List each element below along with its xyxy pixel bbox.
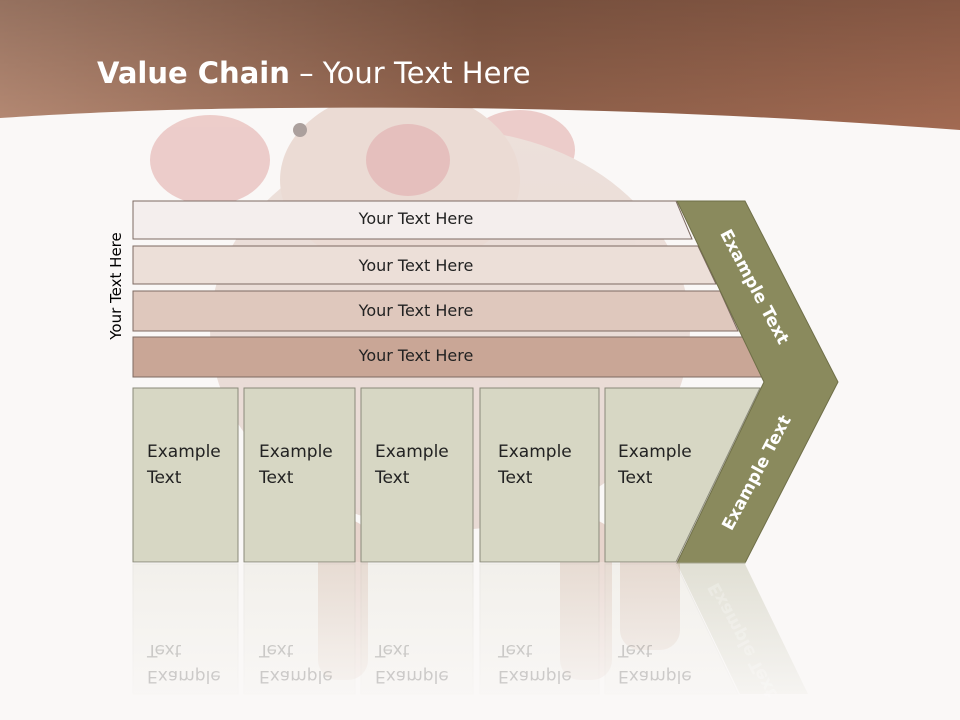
box-text-reflection: Example Text bbox=[259, 637, 333, 689]
activity-box-4 bbox=[479, 387, 600, 563]
box-text-line: Example bbox=[618, 442, 692, 462]
box-text-line: Text bbox=[259, 468, 294, 488]
slide-title: Value Chain – Your Text Here bbox=[97, 56, 531, 90]
reflection-line: Example bbox=[147, 666, 221, 686]
row-label-2: Your Text Here bbox=[358, 256, 474, 275]
box-text-reflection: Example Text bbox=[618, 637, 692, 689]
box-text-line: Example bbox=[498, 442, 572, 462]
title-bold: Value Chain bbox=[97, 56, 290, 90]
reflection-line: Text bbox=[498, 640, 533, 660]
title-rest: – Your Text Here bbox=[289, 56, 531, 90]
value-row-2 bbox=[132, 245, 717, 285]
reflection-line: Text bbox=[375, 640, 410, 660]
box-text-line: Example bbox=[375, 442, 449, 462]
box-text-line: Text bbox=[147, 468, 182, 488]
activity-box-2 bbox=[243, 387, 356, 563]
reflection-line: Example bbox=[259, 666, 333, 686]
reflection-line: Text bbox=[618, 640, 653, 660]
activity-box-3 bbox=[360, 387, 474, 563]
box-text-line: Text bbox=[375, 468, 410, 488]
reflection-line: Text bbox=[259, 640, 294, 660]
pig-eye bbox=[293, 123, 307, 137]
pig-snout bbox=[366, 124, 450, 196]
box-text-line: Text bbox=[498, 468, 533, 488]
box-text-reflection: Example Text bbox=[147, 637, 221, 689]
box-text-line: Example bbox=[147, 442, 221, 462]
reflection-line: Text bbox=[147, 640, 182, 660]
side-label: Your Text Here bbox=[107, 232, 125, 340]
reflection-line: Example bbox=[375, 666, 449, 686]
value-row-1 bbox=[132, 200, 693, 240]
row-label-3: Your Text Here bbox=[358, 301, 474, 320]
box-text-reflection: Example Text bbox=[498, 637, 572, 689]
row-label-1: Your Text Here bbox=[358, 209, 474, 228]
reflection-line: Example bbox=[498, 666, 572, 686]
reflection-line: Example bbox=[618, 666, 692, 686]
activity-box-1 bbox=[132, 387, 239, 563]
box-text-line: Example bbox=[259, 442, 333, 462]
box-text-line: Text bbox=[618, 468, 653, 488]
pig-ear-left bbox=[150, 115, 270, 205]
row-label-4: Your Text Here bbox=[358, 346, 474, 365]
value-row-3 bbox=[132, 290, 739, 332]
box-text-reflection: Example Text bbox=[375, 637, 449, 689]
